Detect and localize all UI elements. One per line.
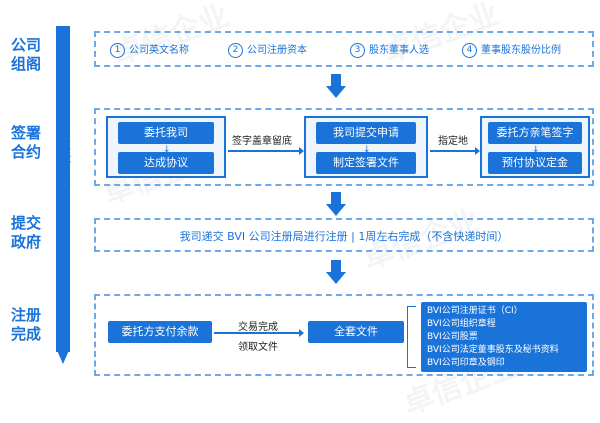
document-item: BVI公司股票: [427, 332, 478, 342]
documents-list: BVI公司注册证书（CI） BVI公司组织章程 BVI公司股票 BVI公司法定董…: [421, 302, 587, 372]
timeline-bar: [56, 26, 70, 352]
sign-contract-panel: 委托我司 ↓ 达成协议 签字盖章留底 我司提交申请 ↓ 制定签署文件 指定地 委…: [94, 108, 594, 186]
edge-label-designated-place: 指定地: [438, 136, 468, 147]
setup-item-text: 公司英文名称: [129, 45, 189, 56]
submit-registration-text: 我司递交 BVI 公司注册局进行注册 | 1周左右完成（不含快递时间）: [179, 230, 509, 243]
setup-item: 2 公司注册资本: [228, 41, 307, 58]
prepare-documents-box: 制定签署文件: [316, 152, 416, 174]
stage-label-sign-contract: 签署 合约: [10, 124, 41, 161]
flow-group-entrust: 委托我司 ↓ 达成协议: [106, 116, 226, 178]
client-pay-balance-box: 委托方支付余款: [108, 321, 212, 343]
registration-complete-panel: [94, 294, 594, 376]
flow-arrow: [430, 147, 480, 154]
submit-application-box: 我司提交申请: [316, 122, 416, 144]
number-badge: 4: [462, 42, 477, 58]
number-badge: 1: [110, 42, 125, 58]
flow-group-submit: 我司提交申请 ↓ 制定签署文件: [304, 116, 428, 178]
flow-group-client-sign: 委托方亲笔签字 ↓ 预付协议定金: [480, 116, 590, 178]
setup-item-text: 董事股东股份比例: [481, 45, 561, 56]
down-arrow-icon: ↓: [163, 145, 171, 155]
document-item: BVI公司注册证书（CI）: [427, 306, 523, 316]
reach-agreement-box: 达成协议: [118, 152, 214, 174]
flow-arrow: [228, 147, 304, 154]
entrust-us-box: 委托我司: [118, 122, 214, 144]
number-badge: 2: [228, 42, 243, 58]
down-arrow-icon: ↓: [532, 145, 540, 155]
edge-label-transaction-complete: 交易完成: [238, 322, 278, 333]
timeline-arrow-tip: [56, 348, 70, 364]
prepay-deposit-box: 预付协议定金: [488, 152, 582, 174]
edge-label-collect-documents: 领取文件: [238, 342, 278, 353]
document-item: BVI公司印章及钢印: [427, 358, 505, 368]
setup-item: 1 公司英文名称: [110, 41, 189, 58]
company-setup-panel: 1 公司英文名称 2 公司注册资本 3 股东董事人选 4 董事股东股份比例: [94, 31, 594, 67]
setup-item-text: 公司注册资本: [247, 45, 307, 56]
stage-label-registration-complete: 注册 完成: [10, 306, 41, 343]
full-documents-box: 全套文件: [308, 321, 404, 343]
down-arrow-icon: ↓: [363, 145, 371, 155]
client-sign-box: 委托方亲笔签字: [488, 122, 582, 144]
document-item: BVI公司组织章程: [427, 319, 496, 329]
document-item: BVI公司法定董事股东及秘书资料: [427, 345, 559, 355]
setup-item-text: 股东董事人选: [369, 45, 429, 56]
stage-label-submit-government: 提交 政府: [10, 214, 41, 251]
setup-item: 4 董事股东股份比例: [462, 41, 561, 58]
flow-arrow: [214, 329, 304, 336]
stage-label-company-setup: 公司 组阁: [10, 36, 41, 73]
documents-bracket: [407, 306, 416, 368]
setup-item: 3 股东董事人选: [350, 41, 429, 58]
number-badge: 3: [350, 42, 365, 58]
submit-government-panel: 我司递交 BVI 公司注册局进行注册 | 1周左右完成（不含快递时间）: [94, 218, 594, 252]
edge-label-sign-seal: 签字盖章留底: [232, 136, 292, 147]
timeline-label: 10~15个工作日: [58, 138, 73, 238]
